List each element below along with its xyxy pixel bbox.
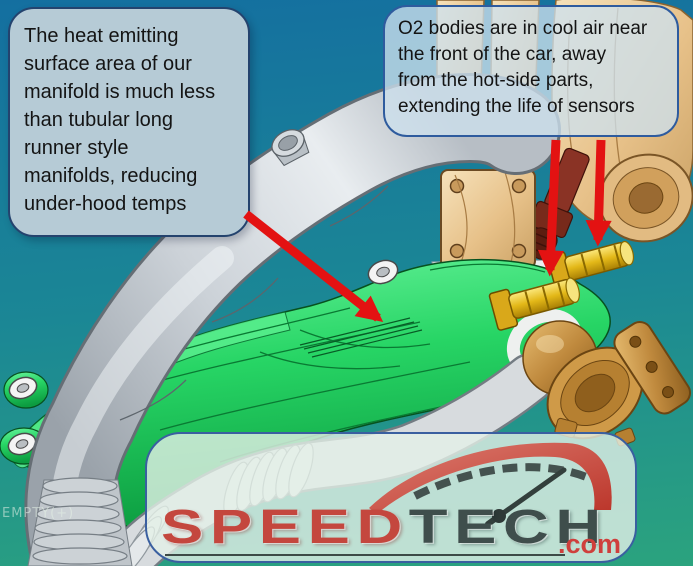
callout-heat-surface-text: The heat emitting surface area of our ma… [24,25,216,215]
gauge-needle [496,467,567,519]
gauge-ticks [413,463,591,500]
casting-texture [299,317,423,358]
logo-wordmark: SPEEDTECH [161,504,608,552]
logo-underline [165,554,565,556]
logo-tech-text: TECH [408,501,608,554]
gauge-pivot [492,509,506,523]
gauge-arc [369,442,612,514]
pipe-port [271,129,310,167]
wastegate-elbow-model [522,320,691,447]
cad-status-label: EMPTY(+) [2,506,75,521]
speedtech-logo-panel: SPEEDTECH .com [145,432,637,563]
o2-bung-lower [488,277,580,331]
callout-heat-surface: The heat emitting surface area of our ma… [8,7,250,237]
callout-o2-sensors: O2 bodies are in cool air near the front… [383,5,679,137]
logo-domain-text: .com [557,529,621,559]
downpipe-bellows [27,477,133,566]
turbine-outlet [598,153,693,243]
logo-speed-text: SPEED [161,501,409,554]
callout-o2-sensors-text: O2 bodies are in cool air near the front… [398,18,648,117]
speedometer-gauge-icon [369,442,612,527]
